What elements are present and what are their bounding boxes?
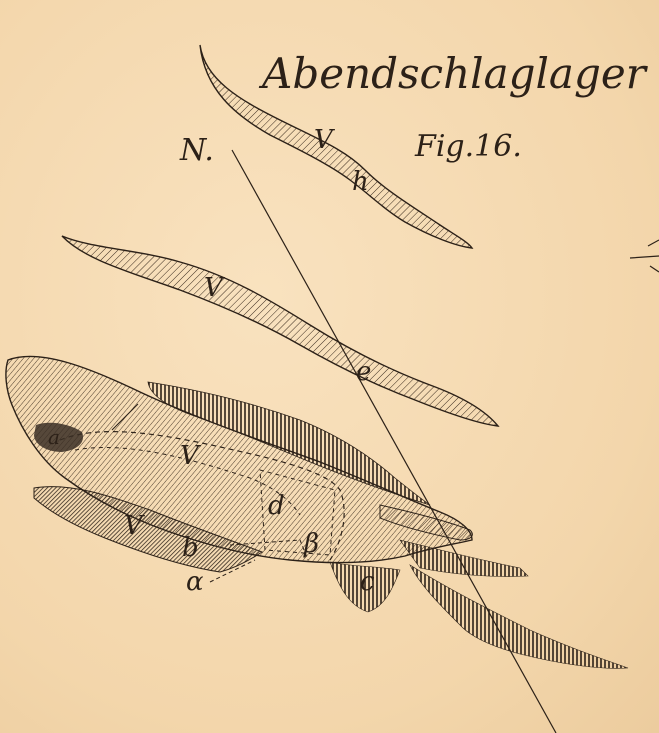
label-beta: β [303,529,319,559]
label-b: b [182,533,199,563]
label-c: c [360,567,375,597]
north-mark: N. [179,133,214,168]
label-alpha: α [186,567,204,597]
label-d: d [268,491,285,521]
label-v-low: V [124,511,145,541]
figure-label: Fig.16. [414,129,522,164]
label-v-mid: V [204,273,225,303]
extension-long-tail [410,565,628,668]
label-v-main: V [180,441,201,471]
edge-fragment [630,240,659,272]
label-e-mid: e [356,357,371,387]
label-v-top: V [314,125,335,155]
plate-title: Abendschlaglager [258,49,649,98]
label-a: a [48,425,60,449]
label-h-top: h [352,167,369,197]
